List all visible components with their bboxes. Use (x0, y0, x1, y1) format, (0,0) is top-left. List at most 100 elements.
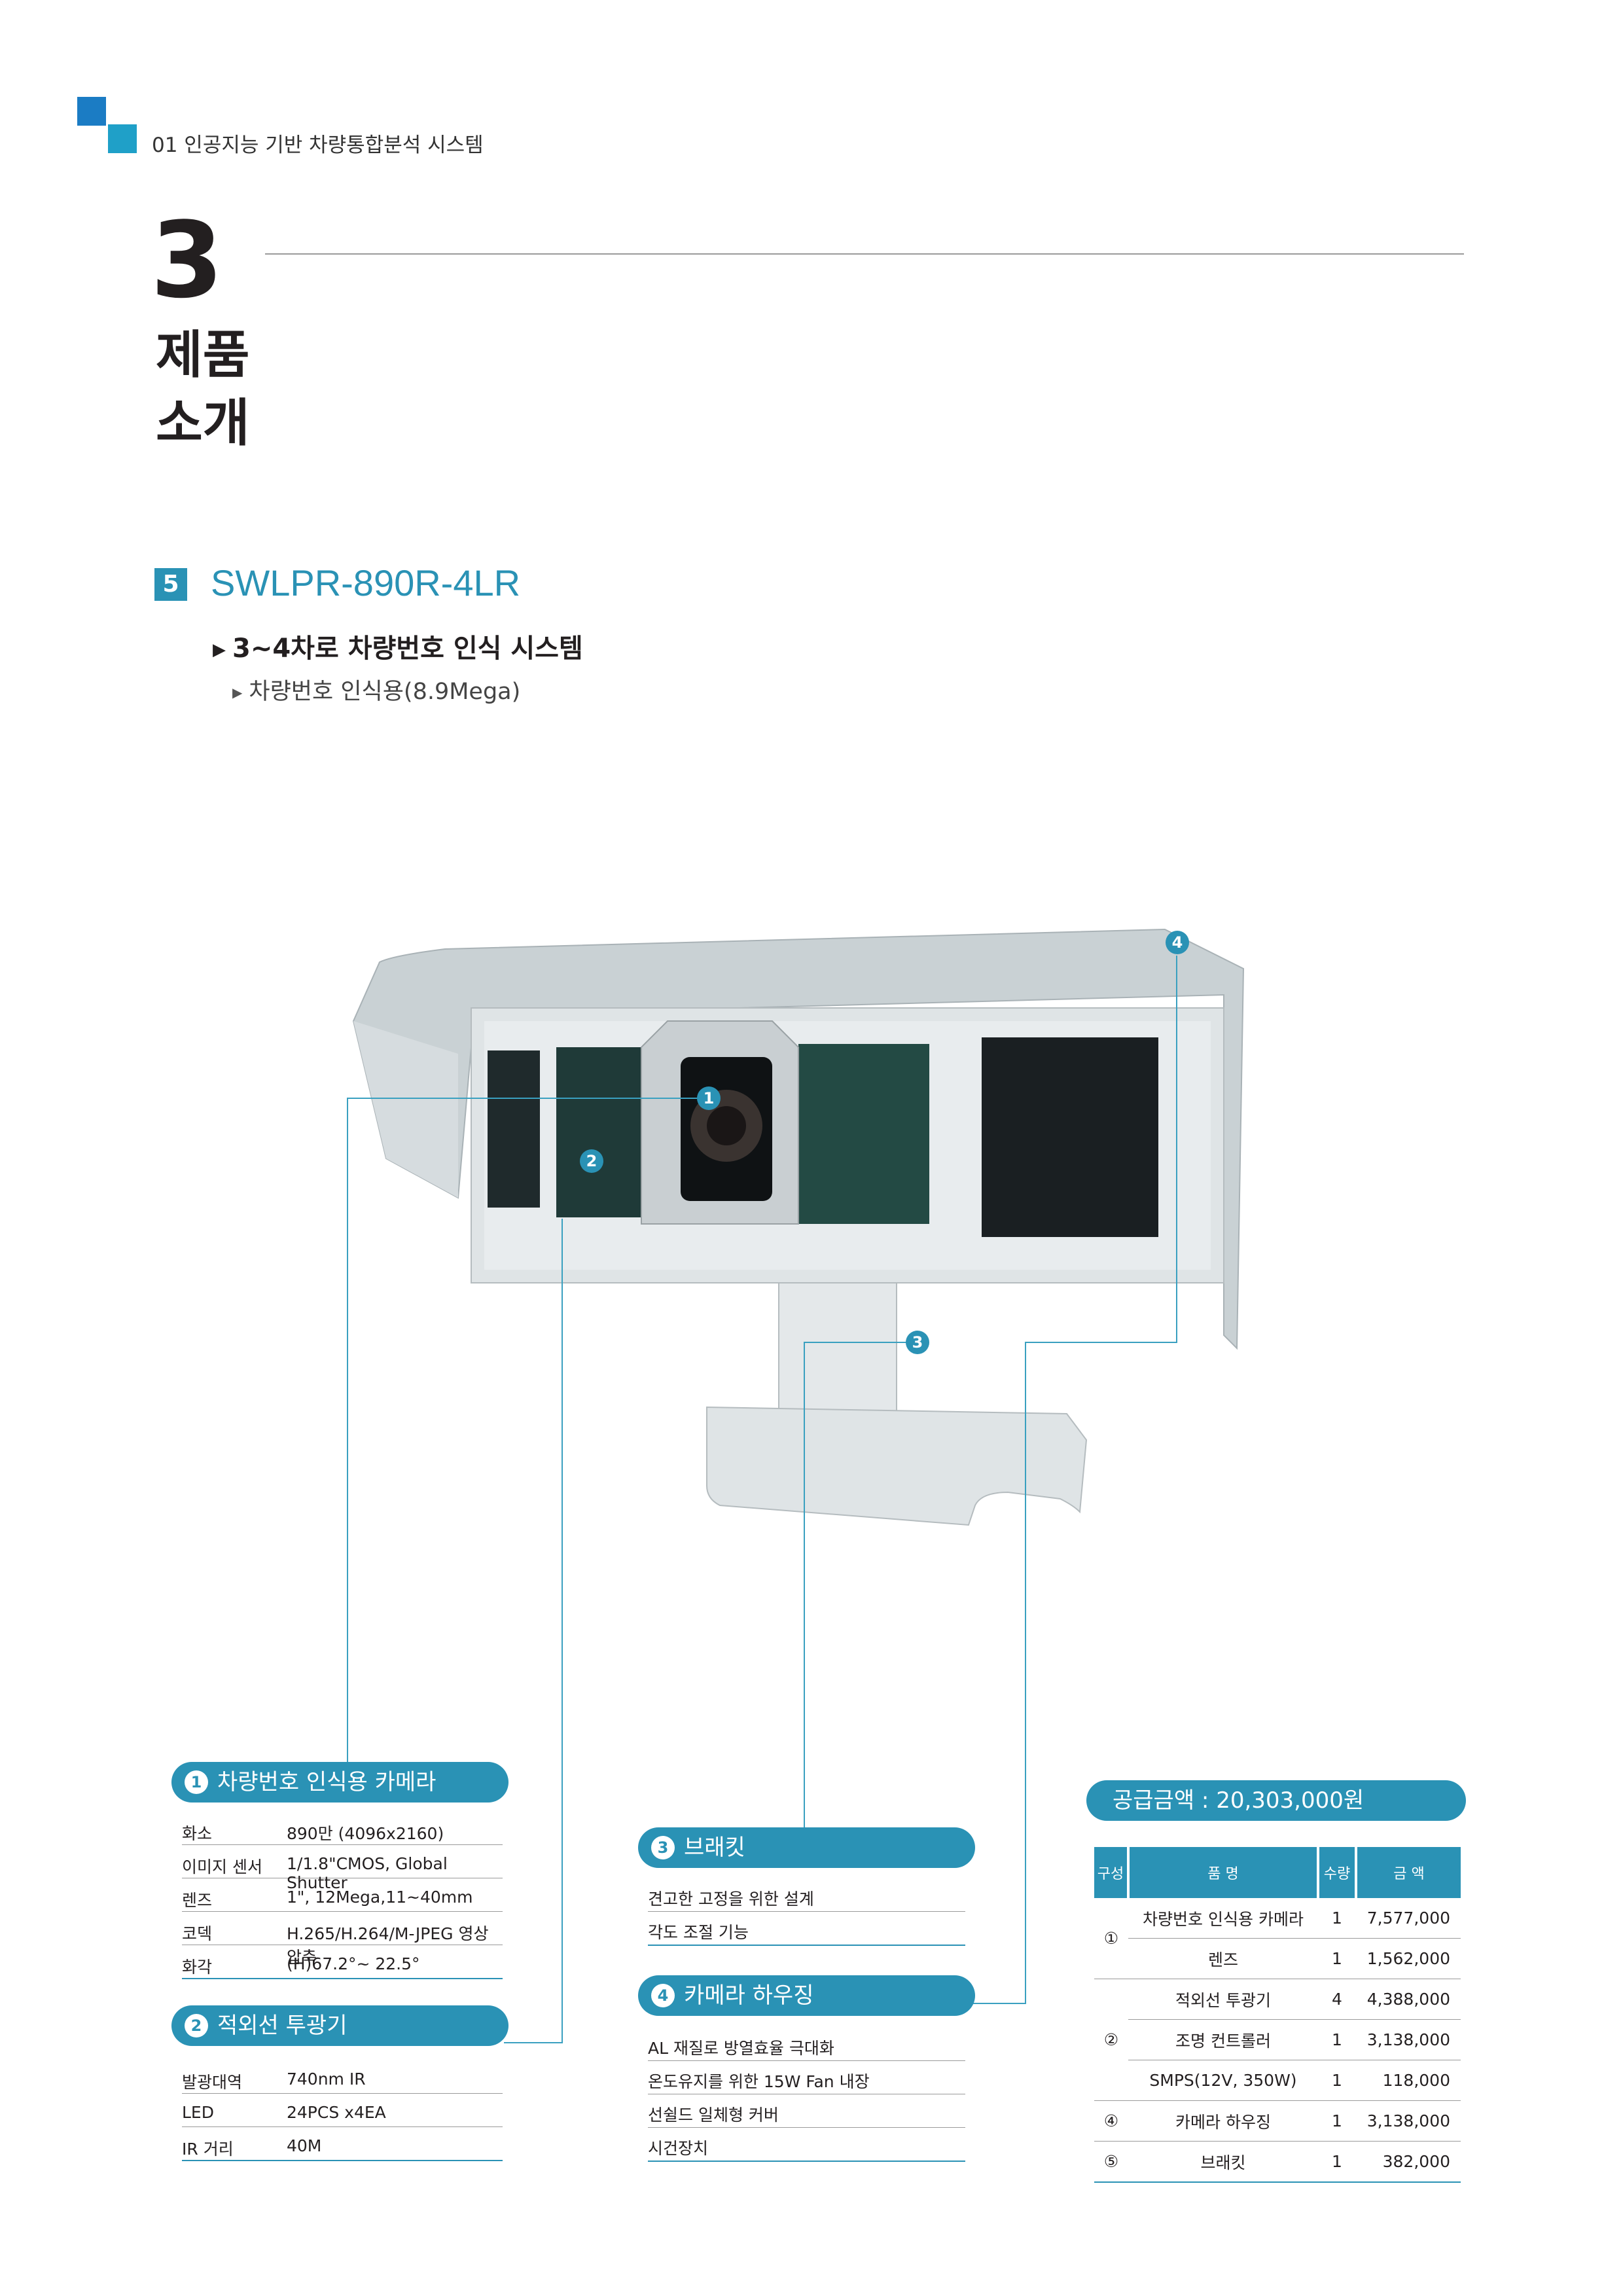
spec-value: 1/1.8"CMOS, Global Shutter (287, 1854, 448, 1892)
table-row: ② 적외선 투광기 4 4,388,000 (1094, 1979, 1461, 2101)
feature-row: 견고한 고정을 위한 설계 (648, 1878, 965, 1912)
feature-text: 온도유지를 위한 15W Fan 내장 (648, 2072, 870, 2091)
product-model: SWLPR-890R-4LR (211, 562, 521, 603)
table-row: 렌즈 1 1,562,000 (1094, 1938, 1461, 1979)
feature-row: 선쉴드 일체형 커버 (648, 2094, 965, 2128)
connector-line-4 (969, 2003, 1026, 2004)
name-cell: 브래킷 (1128, 2141, 1318, 2183)
spec-row: 렌즈 1", 12Mega,11~40mm (182, 1878, 503, 1912)
spec-key: 이미지 센서 (182, 1857, 262, 1876)
spec-key: 화각 (182, 1958, 213, 1977)
connector-line-3 (804, 1342, 915, 1343)
spec-value: 740nm IR (287, 2070, 366, 2089)
product-subsubtitle-text: 차량번호 인식용(8.9Mega) (249, 679, 521, 705)
qty-cell: 1 (1318, 2019, 1356, 2060)
name-cell: 조명 컨트롤러 (1128, 2019, 1318, 2060)
camera-title: 차량번호 인식용 카메라 (217, 1769, 437, 1795)
spec-row: LED 24PCS x4EA (182, 2094, 503, 2127)
price-table: 구성 품 명 수량 금 액 ① 차량번호 인식용 카메라 1 7,577,000… (1094, 1847, 1461, 2183)
amount-cell: 3,138,000 (1356, 2019, 1461, 2060)
group-cell: ② (1094, 1979, 1128, 2101)
qty-cell: 1 (1318, 1898, 1356, 1939)
name-cell: SMPS(12V, 350W) (1128, 2060, 1318, 2101)
feature-text: 선쉴드 일체형 커버 (648, 2106, 779, 2125)
group-cell: ⑤ (1094, 2141, 1128, 2183)
bracket-pill: 3 브래킷 (638, 1827, 975, 1868)
name-cell: 적외선 투광기 (1128, 1979, 1318, 2020)
divider (265, 253, 1464, 255)
spec-key: LED (182, 2103, 214, 2122)
housing-title: 카메라 하우징 (684, 1982, 814, 2009)
product-subtitle: ▶3~4차로 차량번호 인식 시스템 (213, 627, 583, 665)
table-row: ⑤ 브래킷 1 382,000 (1094, 2141, 1461, 2183)
header-amount: 금 액 (1355, 1847, 1461, 1898)
name-cell: 차량번호 인식용 카메라 (1128, 1898, 1318, 1939)
spec-row: 이미지 센서 1/1.8"CMOS, Global Shutter (182, 1845, 503, 1892)
connector-line-2 (562, 1219, 563, 2043)
marker-2: 2 (580, 1149, 603, 1173)
name-cell: 렌즈 (1128, 1938, 1318, 1979)
feature-row: 온도유지를 위한 15W Fan 내장 (648, 2061, 965, 2094)
qty-cell: 1 (1318, 2141, 1356, 2183)
spec-value: 40M (287, 2136, 322, 2155)
connector-line-1 (347, 1098, 700, 1099)
price-total: 공급금액 : 20,303,000원 (1086, 1780, 1466, 1821)
feature-text: 시건장치 (648, 2139, 709, 2158)
spec-value: (H)67.2°~ 22.5° (287, 1954, 420, 1973)
ir-num: 2 (185, 2014, 208, 2037)
section-title-line2: 소개 (156, 393, 250, 453)
table-row: ① 차량번호 인식용 카메라 1 7,577,000 (1094, 1898, 1461, 1979)
spec-key: 화소 (182, 1824, 213, 1843)
breadcrumb: 01 인공지능 기반 차량통합분석 시스템 (152, 134, 484, 157)
housing-num: 4 (651, 1984, 675, 2007)
camera-num: 1 (185, 1770, 208, 1794)
section-title-line1: 제품 (156, 326, 250, 385)
spec-key: 렌즈 (182, 1891, 213, 1910)
connector-line-1 (347, 1098, 348, 1765)
amount-cell: 4,388,000 (1356, 1979, 1461, 2020)
table-row: ④ 카메라 하우징 1 3,138,000 (1094, 2100, 1461, 2142)
logo-square-light (108, 124, 137, 153)
header-name: 품 명 (1127, 1847, 1318, 1898)
section-number: 3 (151, 199, 224, 321)
qty-cell: 1 (1318, 1938, 1356, 1979)
spec-key: 코덱 (182, 1924, 213, 1943)
qty-cell: 1 (1318, 2060, 1356, 2101)
qty-cell: 4 (1318, 1979, 1356, 2020)
amount-cell: 382,000 (1356, 2141, 1461, 2183)
bracket-title: 브래킷 (684, 1835, 745, 1861)
group-cell: ④ (1094, 2100, 1128, 2142)
spec-row: 화각 (H)67.2°~ 22.5° (182, 1945, 503, 1979)
housing-feature-list: AL 재질로 방열효율 극대화 온도유지를 위한 15W Fan 내장 선쉴드 … (648, 2028, 965, 2162)
spec-row: 발광대역 740nm IR (182, 2060, 503, 2094)
header-group: 구성 (1094, 1847, 1128, 1898)
product-image (352, 928, 1245, 1526)
group-cell: ① (1094, 1898, 1128, 1979)
amount-cell: 3,138,000 (1356, 2100, 1461, 2142)
bracket-feature-list: 견고한 고정을 위한 설계 각도 조절 기능 (648, 1878, 965, 1946)
ir-title: 적외선 투광기 (217, 2013, 348, 2039)
ir-pill: 2 적외선 투광기 (171, 2005, 508, 2046)
product-subsubtitle: ▶차량번호 인식용(8.9Mega) (232, 673, 520, 706)
table-row: SMPS(12V, 350W) 1 118,000 (1094, 2060, 1461, 2101)
marker-4: 4 (1166, 931, 1189, 954)
header-qty: 수량 (1317, 1847, 1356, 1898)
bracket-num: 3 (651, 1836, 675, 1859)
spec-value: 24PCS x4EA (287, 2103, 386, 2122)
amount-cell: 1,562,000 (1356, 1938, 1461, 1979)
feature-row: AL 재질로 방열효율 극대화 (648, 2028, 965, 2061)
name-cell: 카메라 하우징 (1128, 2100, 1318, 2142)
feature-text: 견고한 고정을 위한 설계 (648, 1890, 814, 1909)
connector-line-4 (1176, 956, 1177, 1342)
price-table-header: 구성 품 명 수량 금 액 (1094, 1847, 1461, 1898)
spec-key: 발광대역 (182, 2073, 243, 2092)
feature-row: 각도 조절 기능 (648, 1912, 965, 1946)
connector-line-4 (1025, 1342, 1026, 2003)
section-title: 제품 소개 (156, 322, 250, 457)
spec-value: 1", 12Mega,11~40mm (287, 1888, 473, 1907)
